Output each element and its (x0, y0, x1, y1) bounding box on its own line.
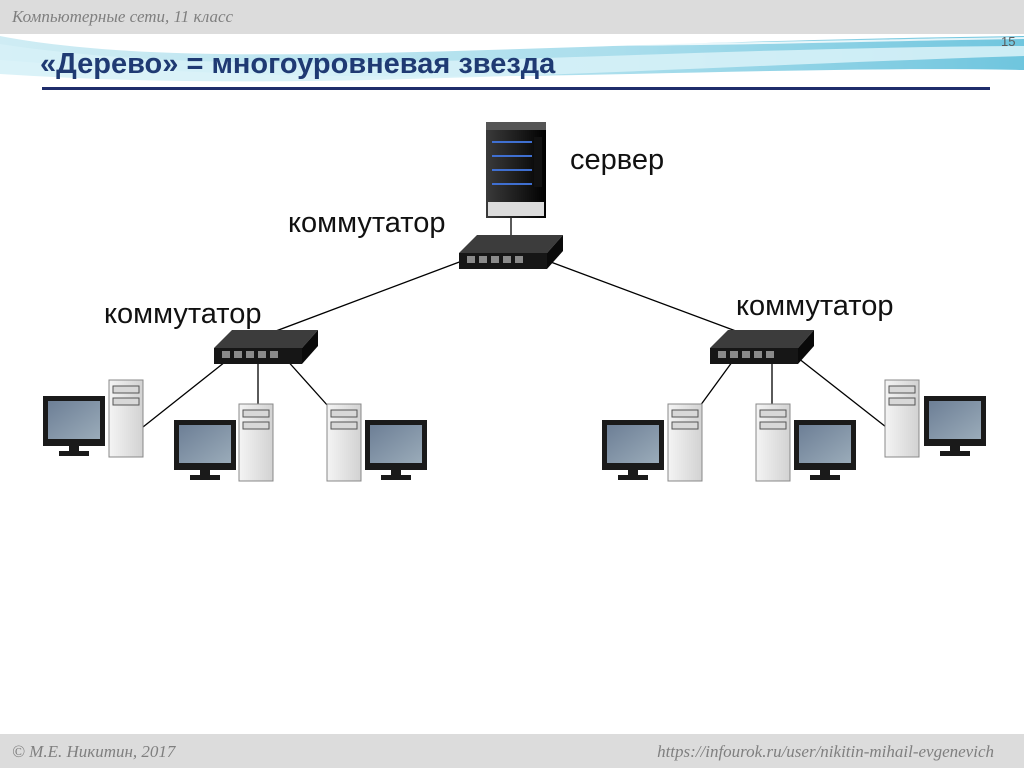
workstation-left-3 (326, 403, 427, 482)
footer-bar: © М.Е. Никитин, 2017 https://infourok.ru… (0, 734, 1024, 768)
edge-left-pc1 (142, 357, 231, 428)
switch-right-icon (710, 330, 814, 364)
header-bar: Компьютерные сети, 11 класс (0, 0, 1024, 34)
footer-author: © М.Е. Никитин, 2017 (12, 742, 176, 761)
switch-top-label: коммутатор (288, 207, 446, 239)
switch-right-label: коммутатор (736, 290, 894, 322)
switch-left-icon (214, 330, 318, 364)
workstation-right-2 (755, 403, 856, 482)
tower-icon (238, 403, 274, 482)
page-number: 15 (1001, 34, 1016, 49)
tower-icon (326, 403, 362, 482)
workstation-left-1 (43, 379, 144, 458)
server-label: сервер (570, 144, 665, 176)
tower-icon (667, 403, 703, 482)
monitor-icon (174, 420, 236, 480)
workstation-right-1 (602, 403, 703, 482)
wave-decoration (0, 36, 1024, 82)
monitor-icon (794, 420, 856, 480)
switch-top-icon (459, 235, 563, 269)
edge-right-pc1 (699, 357, 736, 407)
tower-icon (884, 379, 920, 458)
monitor-icon (365, 420, 427, 480)
course-name: Компьютерные сети, 11 класс (12, 7, 234, 26)
connection-lines (142, 205, 887, 428)
edge-left-pc3 (284, 357, 329, 407)
footer-url[interactable]: https://infourok.ru/user/nikitin-mihail-… (657, 742, 994, 761)
monitor-icon (43, 396, 105, 456)
edge-right-pc3 (797, 357, 887, 428)
workstation-right-3 (884, 379, 986, 458)
title-underline (42, 87, 990, 90)
server-icon (486, 122, 546, 218)
monitor-icon (602, 420, 664, 480)
tower-icon (755, 403, 791, 482)
monitor-icon (924, 396, 986, 456)
slide-title: «Дерево» = многоуровневая звезда (40, 48, 556, 80)
edge-switch-top-right (539, 257, 761, 341)
workstation-left-2 (174, 403, 274, 482)
switch-left-label: коммутатор (104, 298, 262, 330)
tower-icon (108, 379, 144, 458)
edge-switch-top-left (251, 257, 471, 341)
